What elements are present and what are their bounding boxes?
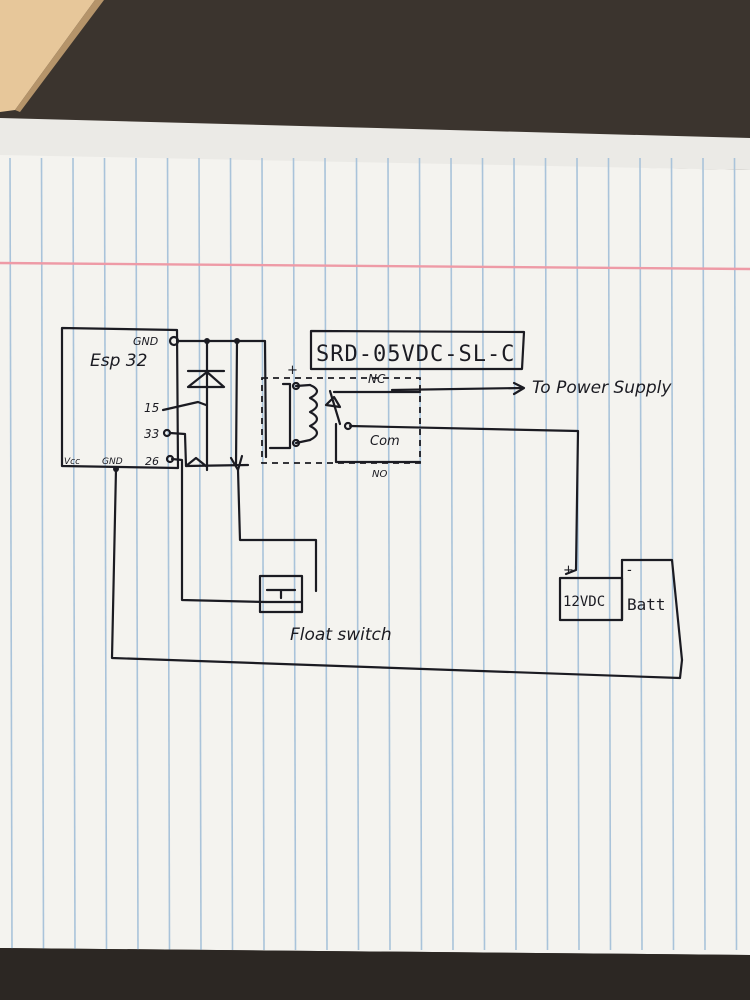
notebook-rule-line <box>229 157 234 951</box>
power-supply-connection: To Power Supply <box>390 378 672 398</box>
relay-coil-symbol <box>308 383 319 442</box>
notebook-rule-line <box>166 157 171 951</box>
notebook-rule-line <box>103 157 108 951</box>
notebook-rule-line <box>702 157 706 951</box>
esp32-pin-33-label: 33 <box>144 427 159 441</box>
circuit-diagram: Esp 32 GND 15 33 26 Vcc GND <box>60 326 684 680</box>
esp32-vcc-pin-label: Vcc <box>64 457 80 467</box>
com-to-battery-wire <box>348 424 580 576</box>
notebook-rule-line <box>544 157 549 951</box>
wooden-stick <box>0 0 95 112</box>
control-wiring <box>161 338 318 604</box>
relay-module: SRD-05VDC-SL-C + NC Com NO <box>261 329 526 480</box>
relay-switch-arrow <box>324 395 342 409</box>
relay-part-number-box <box>309 329 526 371</box>
notebook-rule-line <box>355 157 360 951</box>
esp32-gnd-top-pin-label: GND <box>133 335 158 348</box>
battery-minus-label: - <box>627 563 632 578</box>
relay-no-label: NO <box>372 469 387 480</box>
battery-voltage-label: 12VDC <box>563 594 605 610</box>
esp32-pin-26-label: 26 <box>145 455 159 468</box>
esp32-module: Esp 32 GND 15 33 26 Vcc GND <box>60 326 180 472</box>
wooden-stick-edge <box>15 0 104 112</box>
battery-plus-label: + <box>563 563 574 578</box>
notebook-rule-line <box>450 157 454 951</box>
battery-name-label: Batt <box>627 595 666 614</box>
notebook-rule-line <box>387 157 391 951</box>
diode-symbol <box>186 370 226 389</box>
esp32-gnd-bottom-pin-label: GND <box>102 457 123 467</box>
ground-return-wire <box>110 467 684 680</box>
notebook-rule-line <box>324 157 328 951</box>
notebook-rule-line <box>261 157 265 951</box>
notebook-rule-line <box>292 157 297 951</box>
relay-nc-label: NC <box>368 372 386 386</box>
relay-coil-plus-label: + <box>287 363 298 378</box>
relay-com-label: Com <box>370 434 400 449</box>
desk-bottom-shadow <box>0 948 750 1000</box>
notebook-rule-line <box>72 157 76 951</box>
notebook-rule-line <box>607 157 612 951</box>
notebook-rule-line <box>40 157 45 951</box>
back-paper-sheet <box>0 118 750 170</box>
red-margin-line <box>0 261 750 271</box>
float-switch: Float switch <box>258 574 392 645</box>
notebook-rule-line <box>513 157 517 951</box>
notebook-page <box>0 155 750 955</box>
notebook-rule-line <box>576 157 580 951</box>
float-switch-label: Float switch <box>290 625 392 645</box>
notebook-rule-line <box>418 157 423 951</box>
notebook-rule-line <box>733 157 738 951</box>
relay-part-number: SRD-05VDC-SL-C <box>316 342 515 367</box>
notebook-rule-line <box>135 157 139 951</box>
notebook-rule-line <box>639 157 643 951</box>
esp32-pin-15-label: 15 <box>144 401 159 415</box>
notebook-rule-line <box>670 157 675 951</box>
esp32-label: Esp 32 <box>90 351 147 371</box>
battery-12v: + - 12VDC Batt <box>558 558 684 662</box>
power-supply-label: To Power Supply <box>532 378 672 398</box>
notebook-rule-line <box>198 157 202 951</box>
notebook-rule-line <box>481 157 486 951</box>
notebook-rule-line <box>9 157 13 951</box>
